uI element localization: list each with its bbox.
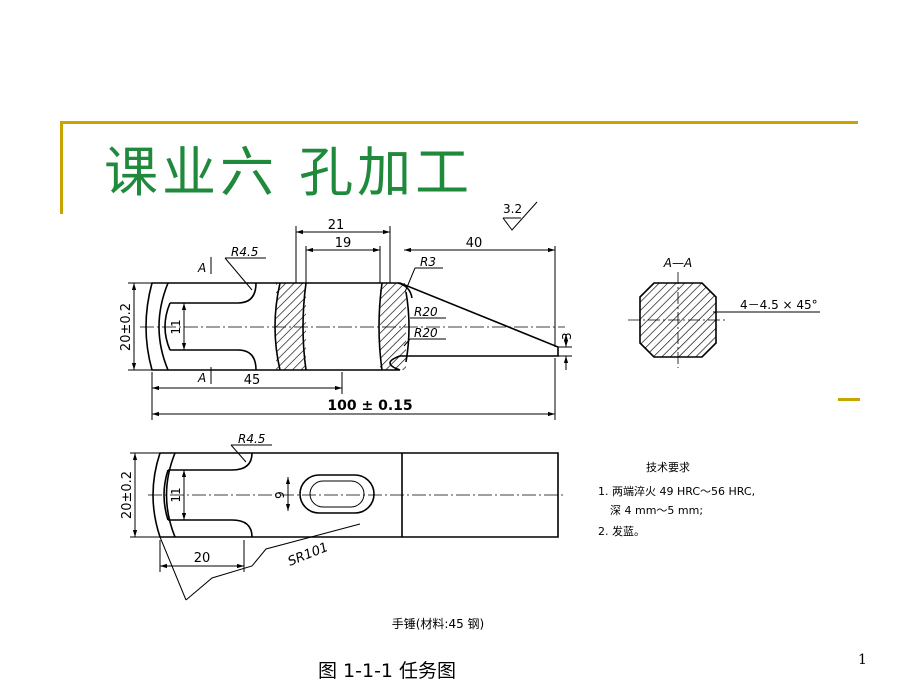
dim-3: 3: [560, 332, 574, 340]
front-view-slot-bottom: [170, 349, 257, 371]
dim-11-bottom: 11: [169, 487, 183, 502]
section-a-a: A—A 4－4.5 × 45°: [628, 256, 820, 368]
dim-40: 40: [466, 236, 483, 251]
dim-45: 45: [244, 373, 261, 388]
dim-chamfer: 4－4.5 × 45°: [740, 298, 818, 312]
front-view-hatch-left: [276, 283, 306, 370]
front-view: [140, 282, 565, 371]
dim-height-top: 20±0.2: [119, 303, 134, 351]
accent-horizontal-rule: [60, 121, 858, 124]
top-view-slot-bottom: [168, 519, 253, 538]
top-view-outline: [152, 452, 559, 538]
dim-height-bottom: 20±0.2: [120, 471, 135, 519]
accent-vertical-rule: [60, 121, 63, 214]
slide-title: 课业六 孔加工: [104, 141, 474, 204]
roughness-label: 3.2: [503, 202, 522, 216]
part-caption: 手锤(材料:45 钢): [392, 616, 485, 631]
section-a-a-title: A—A: [663, 256, 692, 270]
dim-sr101: SR101: [286, 540, 331, 570]
top-view-dimensions: [130, 444, 361, 601]
top-view-hole-outer: [299, 474, 375, 514]
front-view-labels: 3.2 21 19 40 R4.5 R3 A A R20 R20 3 11 20…: [119, 202, 574, 414]
top-view-slot-top: [168, 452, 253, 471]
accent-side-tick: [838, 398, 860, 401]
dim-21: 21: [328, 218, 345, 233]
dim-r45-bottom: R4.5: [238, 432, 265, 446]
section-mark-a-bottom: A: [197, 371, 206, 385]
top-view-hole-inner: [309, 480, 365, 508]
technical-requirements: 技术要求 1. 两端淬火 49 HRC～56 HRC, 深 4 mm～5 mm;…: [598, 461, 755, 538]
dim-r3: R3: [420, 255, 436, 269]
dim-r20-b: R20: [414, 326, 438, 340]
dim-20: 20: [194, 551, 211, 566]
requirement-line-3: 2. 发蓝。: [598, 524, 645, 538]
front-view-outline: [145, 282, 559, 371]
front-view-end-arc: [158, 282, 169, 371]
dim-11-top: 11: [169, 319, 183, 334]
dim-r45-top: R4.5: [231, 245, 258, 259]
requirements-title: 技术要求: [646, 461, 690, 474]
dim-19: 19: [335, 236, 352, 251]
dim-total-length: 100 ± 0.15: [327, 398, 412, 414]
front-view-hatch-right: [380, 283, 406, 370]
figure-caption: 图 1-1-1 任务图: [318, 660, 457, 682]
dim-r20-a: R20: [414, 305, 438, 319]
section-mark-a-top: A: [197, 261, 206, 275]
front-view-dimensions: [128, 201, 572, 420]
requirement-line-1: 1. 两端淬火 49 HRC～56 HRC,: [598, 484, 755, 498]
top-view: [148, 452, 566, 538]
page-number: 1: [858, 652, 867, 668]
front-view-slot-top: [170, 282, 257, 304]
requirement-line-2: 深 4 mm～5 mm;: [610, 504, 703, 517]
dim-9: 9: [273, 491, 287, 499]
